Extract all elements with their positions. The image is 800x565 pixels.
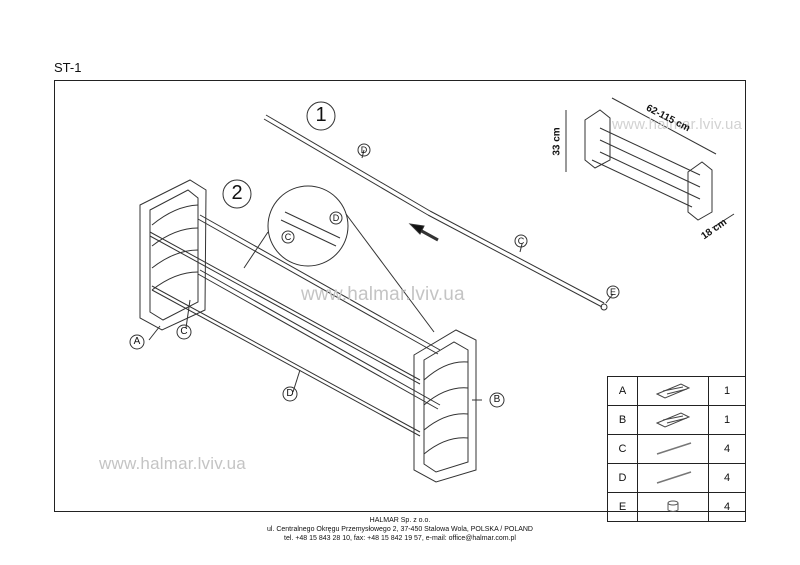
watermark: www.halmar.lviv.ua [99,454,246,473]
part-quantity: 4 [708,492,746,522]
step-2-circle [222,179,252,209]
dimension-height: 33 cm [551,127,563,156]
callout-e: E [609,287,616,297]
zoom-detail [243,185,435,333]
footer-address: ul. Centralnego Okręgu Przemysłowego 2, … [266,526,533,533]
part-code: E [607,492,638,522]
tube-d-step1 [263,114,431,216]
tube-icon [637,463,709,493]
part-quantity: 4 [708,434,746,464]
side-frame-icon [637,405,709,435]
end-cap-icon [637,492,709,522]
watermark: www.halmar.lviv.ua [301,284,465,305]
step-1-label: 1 [315,104,327,126]
footer-company: HALMAR Sp. z o.o. [369,517,431,524]
part-code: A [607,376,638,406]
step-2-label: 2 [231,182,243,204]
callout-d: D [360,145,368,155]
step-1-circle [306,101,336,131]
instruction-frame [54,80,746,512]
table-row: E 4 [607,492,746,522]
table-row: D 4 [607,463,746,493]
side-frame-icon [637,376,709,406]
rack-thumbnail [565,97,735,229]
part-quantity: 4 [708,463,746,493]
table-row: A 1 [607,376,746,406]
part-code: B [607,405,638,435]
footer-contact: tel. +48 15 843 28 10, fax: +48 15 842 1… [284,535,516,542]
direction-arrow [408,223,439,242]
end-cap-e [600,303,608,311]
parts-table: A 1 B 1 C 4 D 4 E 4 [607,376,746,522]
callout-a: A [133,336,141,347]
side-frame-b [413,329,477,483]
tube-icon [637,434,709,464]
tube-c-step1 [427,210,605,308]
callout-b: B [493,394,501,405]
model-code: ST-1 [54,60,82,75]
side-frame-a [139,179,207,331]
part-quantity: 1 [708,405,746,435]
watermark: www.halmar.lviv.ua [612,116,743,133]
callout-c: C [517,236,525,246]
part-quantity: 1 [708,376,746,406]
part-code: D [607,463,638,493]
tubes-assembled [149,214,441,437]
callout-c-zoom: C [284,232,292,242]
callout-d-zoom: D [332,213,340,223]
part-code: C [607,434,638,464]
table-row: C 4 [607,434,746,464]
table-row: B 1 [607,405,746,435]
callout-d-side: D [286,388,294,399]
callout-c-side: C [180,326,188,337]
